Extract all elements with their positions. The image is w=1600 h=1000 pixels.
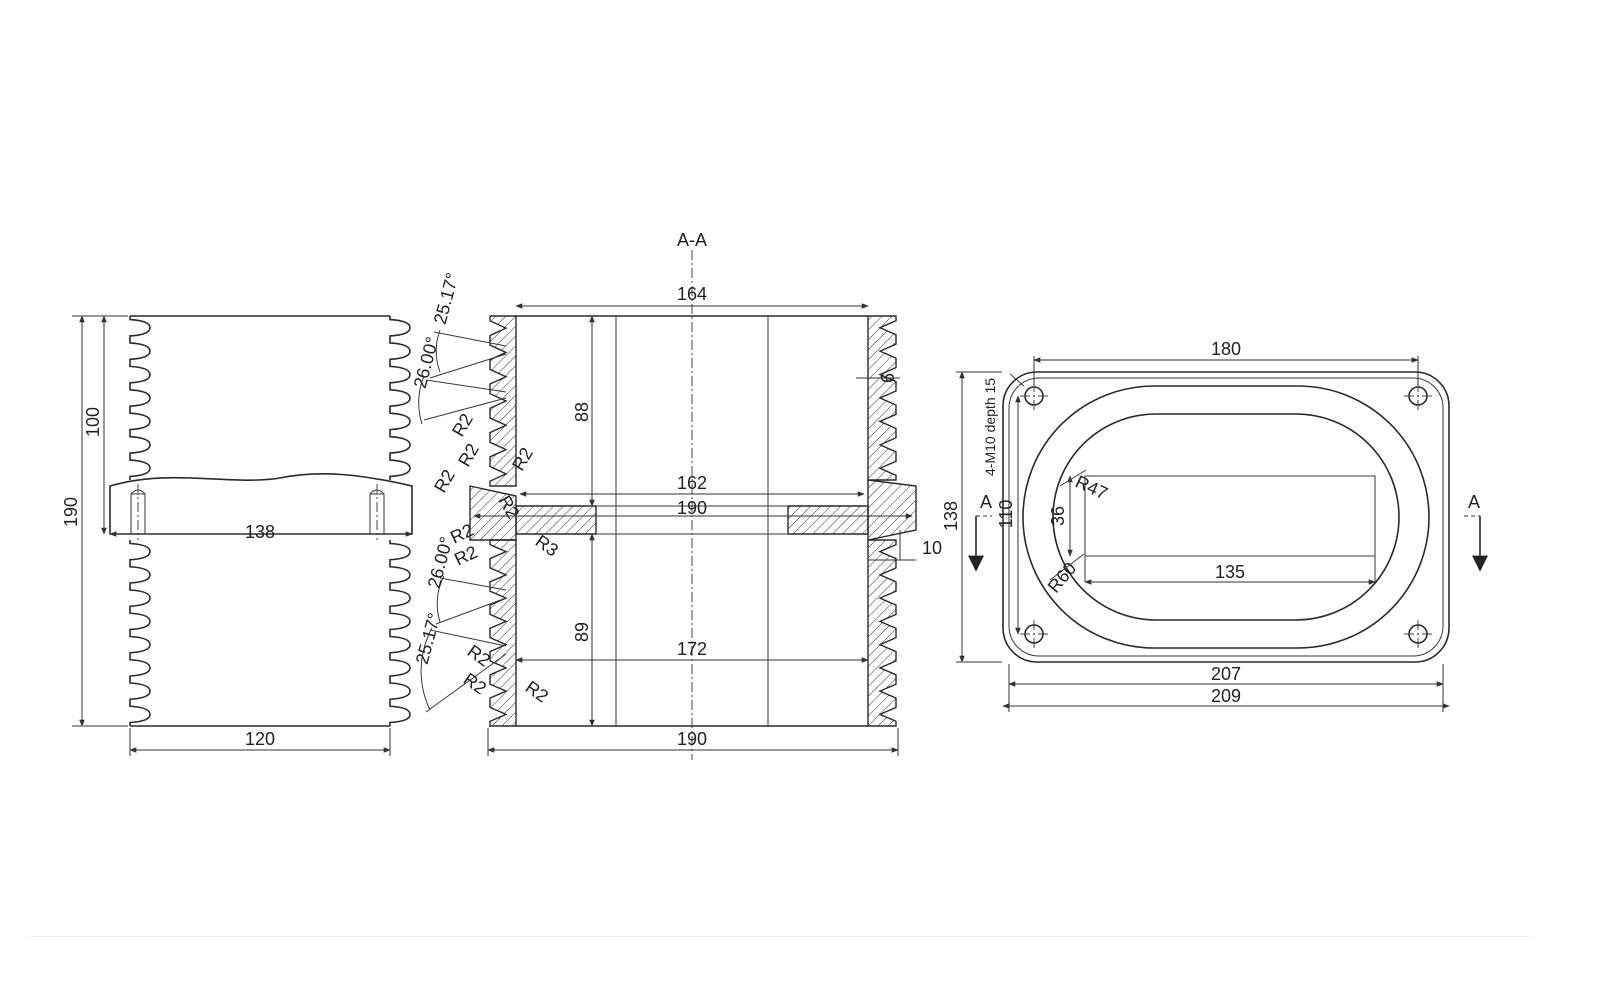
- left-dim-100: 100: [83, 407, 103, 437]
- radius-label: R2: [460, 669, 490, 699]
- section-title: A-A: [677, 230, 707, 250]
- section-dim-190-flange: 190: [677, 498, 707, 518]
- plan-dim-36: 36: [1048, 506, 1068, 526]
- radius-label: R3: [532, 531, 562, 561]
- left-dim-190: 190: [61, 497, 81, 527]
- section-dim-88: 88: [572, 402, 592, 422]
- plan-dim-180: 180: [1211, 339, 1241, 359]
- section-dim-162: 162: [677, 473, 707, 493]
- section-dim-164: 164: [677, 284, 707, 304]
- section-dim-10: 10: [922, 538, 942, 558]
- mounting-hole: [1020, 382, 1048, 410]
- mounting-hole: [1404, 620, 1432, 648]
- section-marker-right: A: [1468, 492, 1480, 512]
- plan-view: 180 4-M10 depth 15 110 138 207 209 135 3…: [941, 339, 1488, 712]
- radius-label: R2: [522, 677, 552, 707]
- plan-dim-138: 138: [941, 501, 961, 531]
- plan-dim-209: 209: [1211, 686, 1241, 706]
- radius-label: R2: [448, 410, 477, 440]
- left-lower-ribs-right: [389, 540, 411, 726]
- mounting-hole: [1020, 620, 1048, 648]
- section-dim-89: 89: [572, 622, 592, 642]
- left-dim-138: 138: [245, 522, 275, 542]
- plan-dim-110: 110: [996, 500, 1016, 529]
- plan-radius-r60: R60: [1044, 558, 1081, 596]
- plan-dim-135: 135: [1215, 562, 1245, 582]
- section-dim-190-bottom: 190: [677, 729, 707, 749]
- radius-label: R2: [454, 440, 483, 470]
- section-dim-6: 6: [878, 373, 898, 383]
- plan-dim-207: 207: [1211, 664, 1241, 684]
- mounting-hole: [1404, 382, 1432, 410]
- section-view: A-A 164 162 190 172 19: [410, 230, 942, 760]
- left-lower-ribs-left: [129, 540, 151, 726]
- left-upper-ribs-right: [389, 316, 411, 480]
- angle-bottom-2: 25.17°: [412, 611, 445, 667]
- divider: [30, 936, 1530, 937]
- section-right-wall: [867, 315, 897, 727]
- section-dim-172: 172: [677, 639, 707, 659]
- left-view: 190 100 138 120: [61, 315, 413, 756]
- radius-label: R2: [430, 466, 459, 496]
- section-left-wall: [489, 315, 517, 727]
- left-upper-ribs-left: [129, 316, 151, 480]
- section-marker-left: A: [980, 492, 992, 512]
- left-dim-120: 120: [245, 729, 275, 749]
- angle-top-2: 25.17°: [430, 271, 463, 327]
- angle-bottom-1: 26.00°: [424, 535, 457, 591]
- hole-note: 4-M10 depth 15: [982, 378, 998, 476]
